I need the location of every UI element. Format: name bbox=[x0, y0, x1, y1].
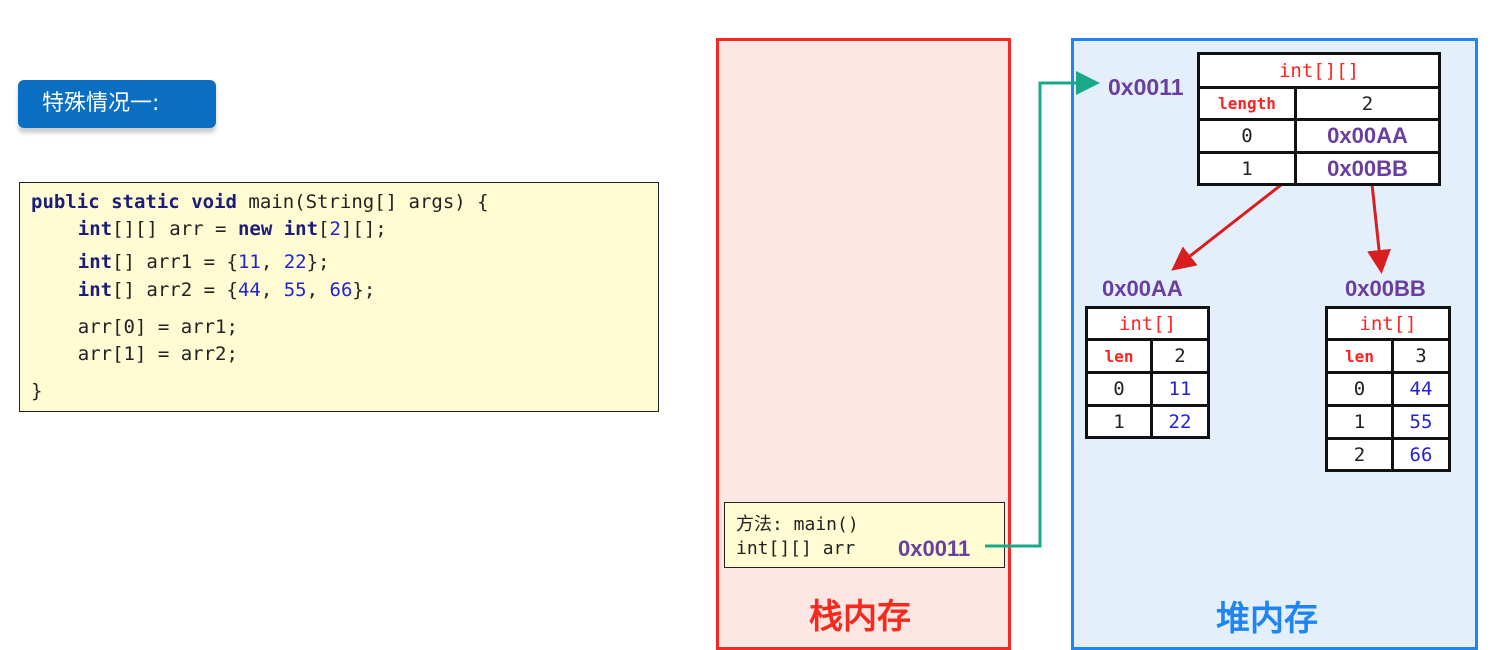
code-token: main(String[] args) { bbox=[236, 191, 489, 213]
value-cell: 22 bbox=[1150, 404, 1210, 439]
code-token: 22 bbox=[283, 251, 307, 273]
code-block: public static void main(String[] args) {… bbox=[19, 182, 659, 412]
index-cell: 1 bbox=[1085, 404, 1153, 439]
code-token: 66 bbox=[329, 279, 353, 301]
heap-memory-label: 堆内存 bbox=[1216, 599, 1318, 639]
arr2-address: 0x00BB bbox=[1345, 276, 1426, 301]
code-line: int[] arr2 = {44, 55, 66}; bbox=[32, 279, 376, 301]
code-line: arr[0] = arr1; bbox=[32, 316, 238, 338]
code-token: [] arr2 = { bbox=[112, 279, 238, 301]
code-token: , bbox=[260, 251, 284, 273]
index-cell: 0 bbox=[1197, 118, 1297, 154]
code-token: int bbox=[283, 218, 319, 240]
code-token: 11 bbox=[237, 251, 261, 273]
code-line: arr[1] = arr2; bbox=[32, 343, 238, 365]
code-token: 55 bbox=[283, 279, 307, 301]
stack-to-heap-arrow bbox=[985, 71, 1100, 548]
code-token: [ bbox=[318, 218, 330, 240]
length-value: 3 bbox=[1391, 338, 1451, 374]
code-token: int bbox=[77, 279, 113, 301]
code-token: [][] arr = bbox=[112, 218, 238, 240]
arr1-address: 0x00AA bbox=[1102, 276, 1183, 301]
code-token: }; bbox=[306, 251, 330, 273]
code-token: new bbox=[237, 218, 273, 240]
code-token: int bbox=[77, 251, 113, 273]
code-line: public static void main(String[] args) { bbox=[31, 191, 489, 213]
code-token: 2 bbox=[329, 218, 341, 240]
code-token: static bbox=[111, 191, 180, 213]
code-token: , bbox=[260, 279, 284, 301]
code-token: public bbox=[31, 191, 100, 213]
index-cell: 0 bbox=[1325, 371, 1394, 407]
code-token: arr[0] = arr1; bbox=[32, 316, 238, 338]
stack-memory-label: 栈内存 bbox=[809, 597, 911, 637]
frame-variable: int[][] arr bbox=[736, 538, 856, 559]
index-cell: 2 bbox=[1325, 437, 1394, 472]
length-value: 2 bbox=[1294, 86, 1441, 121]
length-value: 2 bbox=[1150, 338, 1210, 374]
arr1-type: int[] bbox=[1085, 306, 1210, 341]
frame-method: 方法: main() bbox=[736, 514, 859, 535]
length-label: length bbox=[1197, 86, 1297, 121]
main-stack-frame: 方法: main() int[][] arr 0x0011 bbox=[724, 502, 1005, 568]
arr2-type: int[] bbox=[1325, 306, 1451, 341]
value-cell: 11 bbox=[1150, 371, 1210, 407]
index-cell: 1 bbox=[1197, 151, 1297, 186]
value-cell: 55 bbox=[1391, 404, 1451, 440]
code-token: 44 bbox=[237, 279, 261, 301]
value-cell: 66 bbox=[1391, 437, 1451, 472]
outer-array-address: 0x0011 bbox=[1108, 74, 1184, 100]
frame-variable-value: 0x0011 bbox=[898, 536, 971, 561]
length-label: len bbox=[1085, 338, 1153, 374]
code-token: } bbox=[31, 380, 43, 402]
code-token: , bbox=[306, 279, 330, 301]
index-cell: 0 bbox=[1085, 371, 1153, 407]
code-token: arr[1] = arr2; bbox=[32, 343, 238, 365]
code-token: }; bbox=[352, 279, 376, 301]
code-token: [] arr1 = { bbox=[112, 251, 238, 273]
code-token: int bbox=[77, 218, 113, 240]
length-label: len bbox=[1325, 338, 1394, 374]
code-token: void bbox=[191, 191, 237, 213]
code-line: } bbox=[31, 380, 42, 402]
code-line: int[][] arr = new int[2][]; bbox=[32, 218, 387, 240]
index-cell: 1 bbox=[1325, 404, 1394, 440]
code-line: int[] arr1 = {11, 22}; bbox=[32, 251, 330, 273]
value-cell: 0x00BB bbox=[1294, 151, 1441, 186]
outer-array-type: int[][] bbox=[1197, 52, 1441, 89]
section-title-badge: 特殊情况一: bbox=[18, 80, 216, 128]
value-cell: 0x00AA bbox=[1294, 118, 1441, 154]
code-token: ][]; bbox=[340, 218, 387, 240]
arrow-to-0x00BB bbox=[1367, 183, 1392, 274]
value-cell: 44 bbox=[1391, 371, 1451, 407]
